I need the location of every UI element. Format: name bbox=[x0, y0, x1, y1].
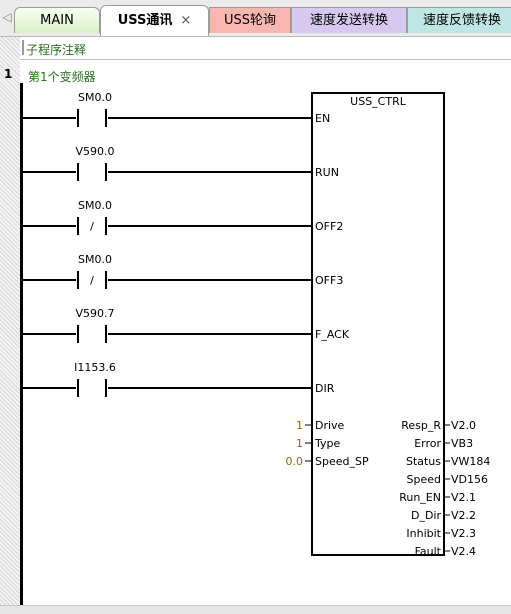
contact-address: V590.0 bbox=[75, 145, 114, 158]
output-pin-label: Status bbox=[406, 455, 441, 468]
output-address: V2.2 bbox=[451, 509, 476, 522]
contact-address: SM0.0 bbox=[78, 199, 112, 212]
output-pin-label: Resp_R bbox=[401, 419, 441, 432]
tab-speed-send[interactable]: 速度发送转换 bbox=[291, 7, 407, 33]
contact-address: I1153.6 bbox=[74, 361, 116, 374]
input-pin-label: EN bbox=[315, 112, 330, 125]
comment-marker bbox=[22, 40, 24, 55]
tab-bar: ◁ MAIN USS通讯 × USS轮询 速度发送转换 速度反馈转换 bbox=[0, 0, 511, 37]
ladder-diagram: USS_CTRLSM0.0ENV590.0RUN/SM0.0OFF2/SM0.0… bbox=[22, 91, 490, 558]
power-rail bbox=[20, 83, 23, 613]
output-address: V2.4 bbox=[451, 545, 476, 558]
output-pin-label: Speed bbox=[407, 473, 441, 486]
contact-negation: / bbox=[90, 274, 94, 287]
subroutine-comment-text: 子程序注释 bbox=[26, 43, 87, 57]
param-value: 0.0 bbox=[286, 455, 304, 468]
contact-address: SM0.0 bbox=[78, 253, 112, 266]
network-number: 1 bbox=[4, 67, 13, 81]
param-pin-label: Drive bbox=[315, 419, 345, 432]
output-pin-label: Fault bbox=[415, 545, 442, 558]
input-pin-label: OFF2 bbox=[315, 220, 343, 233]
param-pin-label: Speed_SP bbox=[315, 455, 369, 468]
horizontal-scrollbar[interactable] bbox=[0, 605, 511, 614]
tab-speed-feedback-label: 速度反馈转换 bbox=[422, 13, 501, 28]
contact-address: SM0.0 bbox=[78, 91, 112, 104]
output-address: VD156 bbox=[451, 473, 488, 486]
tab-main-label: MAIN bbox=[40, 13, 74, 28]
scroll-left-icon[interactable]: ◁ bbox=[2, 10, 12, 24]
input-pin-label: F_ACK bbox=[315, 328, 350, 341]
output-address: VB3 bbox=[451, 437, 473, 450]
block-name: USS_CTRL bbox=[350, 95, 407, 108]
input-pin-label: OFF3 bbox=[315, 274, 343, 287]
param-value: 1 bbox=[296, 419, 303, 432]
tab-speed-send-label: 速度发送转换 bbox=[309, 13, 388, 28]
tab-speed-feedback[interactable]: 速度反馈转换 bbox=[407, 7, 511, 33]
tab-main[interactable]: MAIN bbox=[14, 7, 100, 33]
param-pin-label: Type bbox=[314, 437, 340, 450]
subroutine-comment[interactable]: 子程序注释 bbox=[20, 37, 511, 60]
editor-gutter bbox=[0, 37, 20, 613]
input-pin-label: DIR bbox=[315, 382, 335, 395]
tab-uss-label: USS通讯 bbox=[117, 13, 173, 28]
output-pin-label: D_Dir bbox=[411, 509, 441, 522]
output-pin-label: Run_EN bbox=[399, 491, 441, 504]
output-address: VW184 bbox=[451, 455, 490, 468]
output-address: V2.0 bbox=[451, 419, 476, 432]
output-pin-label: Error bbox=[414, 437, 441, 450]
tab-uss[interactable]: USS通讯 × bbox=[100, 5, 209, 36]
network-title[interactable]: 第1个变频器 bbox=[28, 70, 96, 84]
param-value: 1 bbox=[296, 437, 303, 450]
output-pin-label: Inhibit bbox=[406, 527, 441, 540]
input-pin-label: RUN bbox=[315, 166, 339, 179]
output-address: V2.3 bbox=[451, 527, 476, 540]
tab-uss-poll-label: USS轮询 bbox=[223, 13, 277, 28]
uss-ctrl-block bbox=[311, 92, 445, 556]
close-icon[interactable]: × bbox=[180, 13, 192, 28]
contact-negation: / bbox=[90, 220, 94, 233]
tab-uss-poll[interactable]: USS轮询 bbox=[209, 7, 291, 33]
contact-address: V590.7 bbox=[75, 307, 114, 320]
output-address: V2.1 bbox=[451, 491, 476, 504]
